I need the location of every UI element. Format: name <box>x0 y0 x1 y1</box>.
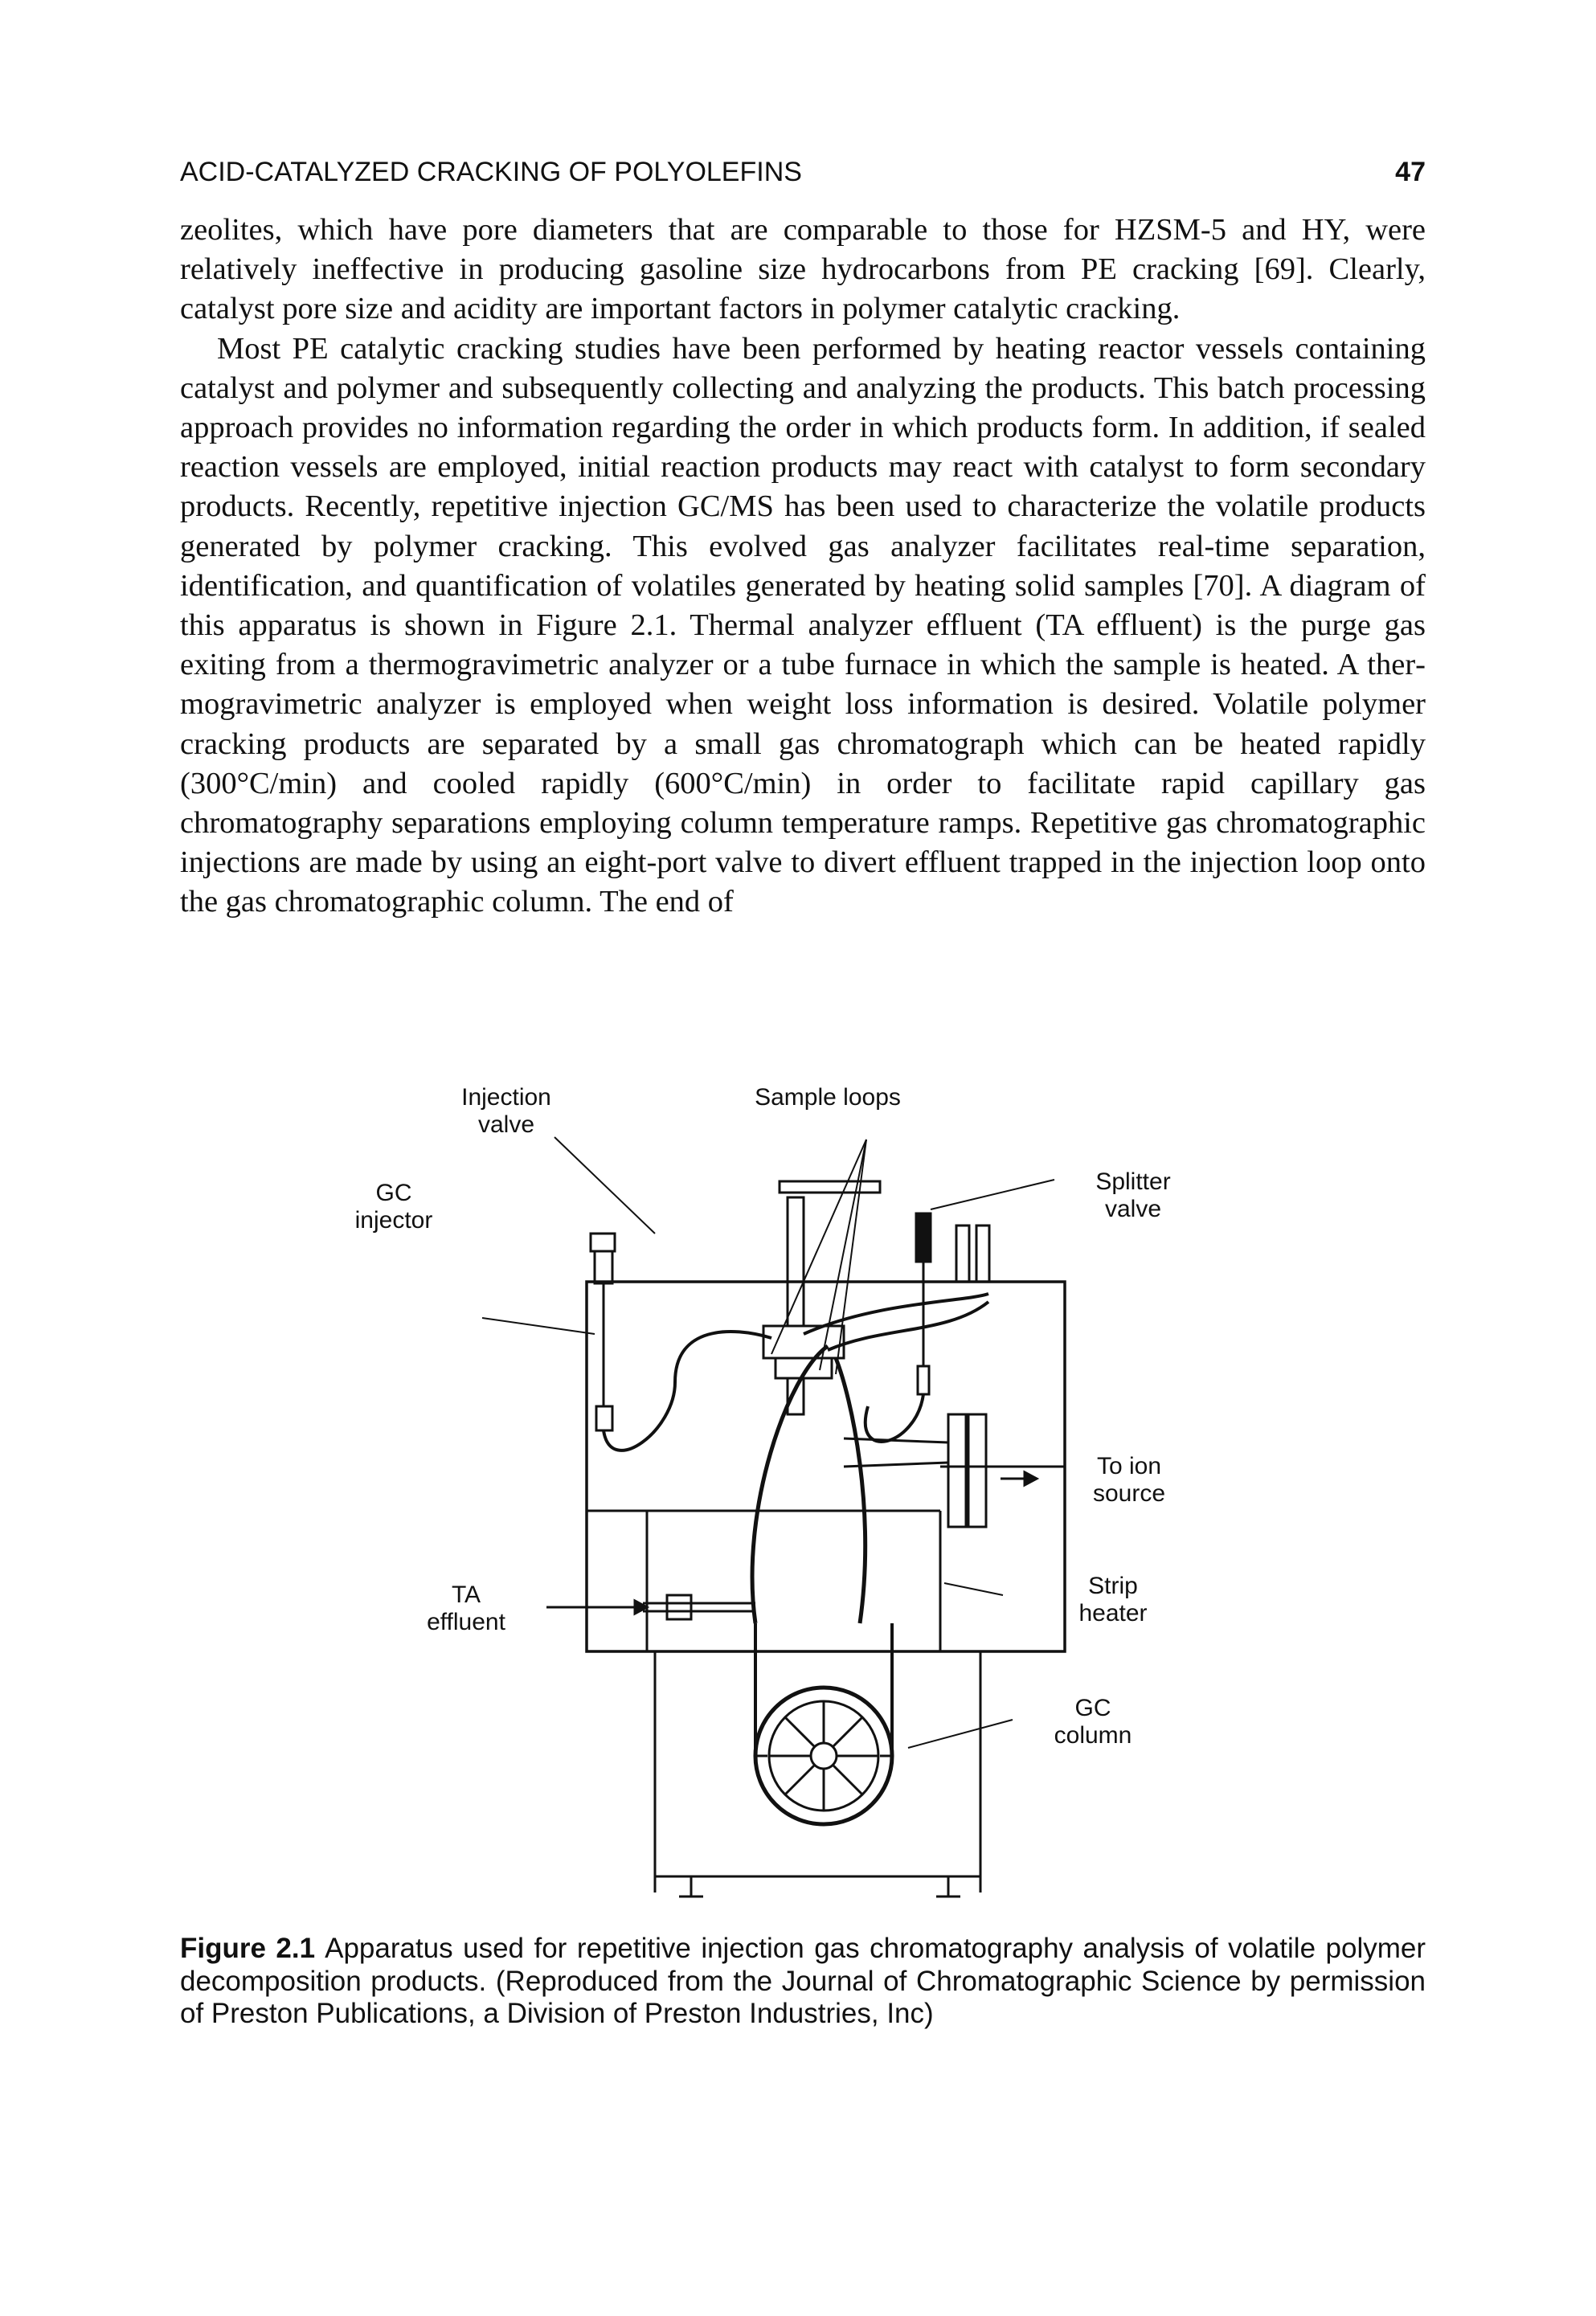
figure-labels: Injection valve Sample loops GC injector… <box>355 1084 1171 1749</box>
paragraph: zeolites, which have pore diameters that… <box>180 213 1426 326</box>
label-strip-heater: Strip <box>1088 1573 1138 1599</box>
figure-number: Figure 2.1 <box>180 1933 316 1964</box>
page-number: 47 <box>1395 157 1426 187</box>
running-title: ACID-CATALYZED CRACKING OF POLYOLEFINS <box>180 157 802 187</box>
label-to-ion-source: To ion <box>1097 1453 1161 1479</box>
label-injection-valve: valve <box>478 1111 534 1138</box>
label-splitter-valve: valve <box>1105 1196 1161 1222</box>
label-gc-injector: injector <box>355 1207 433 1234</box>
figure-2-1: Injection valve Sample loops GC injector… <box>354 1061 1246 1921</box>
label-sample-loops: Sample loops <box>755 1084 901 1111</box>
apparatus-drawing <box>481 1136 1066 1898</box>
label-splitter-valve: Splitter <box>1095 1168 1170 1195</box>
running-header: ACID-CATALYZED CRACKING OF POLYOLEFINS 4… <box>180 157 1426 197</box>
label-gc-injector: GC <box>376 1180 412 1206</box>
body-text: zeolites, which have pore diameters that… <box>180 211 1426 923</box>
paragraph: Most PE catalytic cracking studies have … <box>180 331 1426 919</box>
label-gc-column: GC <box>1075 1695 1111 1721</box>
label-ta-effluent: TA <box>452 1582 481 1608</box>
label-injection-valve: Injection <box>461 1084 551 1111</box>
label-strip-heater: heater <box>1078 1600 1147 1627</box>
caption-text: Apparatus used for repetitive injection … <box>180 1933 1426 2029</box>
label-ta-effluent: effluent <box>427 1609 506 1635</box>
apparatus-diagram: Injection valve Sample loops GC injector… <box>355 1084 1171 1898</box>
label-to-ion-source: source <box>1093 1480 1165 1507</box>
label-gc-column: column <box>1054 1722 1132 1749</box>
